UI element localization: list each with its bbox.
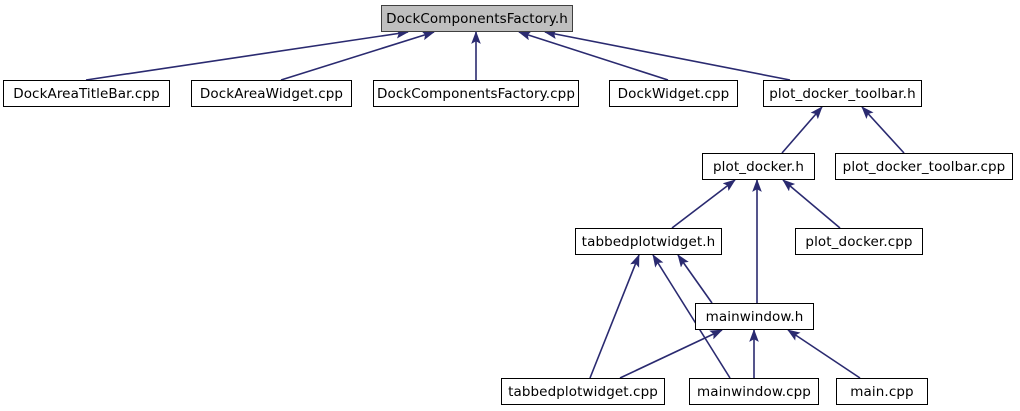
graph-node-plot_docker_toolbar_cpp[interactable]: plot_docker_toolbar.cpp — [835, 153, 1013, 180]
graph-node-plot_docker_cpp[interactable]: plot_docker.cpp — [795, 228, 923, 255]
graph-node-label: plot_docker_toolbar.h — [769, 85, 916, 102]
graph-node-label: mainwindow.h — [705, 308, 804, 325]
graph-node-label: DockAreaTitleBar.cpp — [13, 85, 160, 102]
graph-node-label: plot_docker.cpp — [805, 233, 913, 250]
graph-edge-dockwidget_cpp-to-root — [518, 31, 669, 81]
graph-node-label: tabbedplotwidget.cpp — [508, 383, 658, 400]
graph-node-plot_docker_h[interactable]: plot_docker.h — [702, 153, 815, 180]
graph-edge-tabbedplotwidget_cpp-to-tabbedplotwidget_h — [589, 254, 640, 379]
graph-node-main_cpp[interactable]: main.cpp — [836, 378, 928, 405]
graph-node-label: DockComponentsFactory.cpp — [376, 85, 576, 102]
graph-node-tabbedplotwidget_cpp[interactable]: tabbedplotwidget.cpp — [501, 378, 665, 405]
graph-edge-plot_docker_h-to-plot_docker_toolbar_h — [781, 106, 823, 154]
graph-edge-mainwindow_cpp-to-tabbedplotwidget_h — [652, 254, 731, 379]
graph-node-label: DockComponentsFactory.h — [386, 10, 568, 27]
graph-node-dockwidget_cpp[interactable]: DockWidget.cpp — [609, 80, 738, 107]
graph-node-dockcomponentsfactory_cpp[interactable]: DockComponentsFactory.cpp — [373, 80, 579, 107]
graph-node-mainwindow_cpp[interactable]: mainwindow.cpp — [689, 378, 819, 405]
graph-node-mainwindow_h[interactable]: mainwindow.h — [695, 303, 814, 330]
graph-node-tabbedplotwidget_h[interactable]: tabbedplotwidget.h — [575, 228, 722, 255]
graph-node-dockareatitlebar_cpp[interactable]: DockAreaTitleBar.cpp — [3, 80, 170, 107]
graph-edge-plot_docker_toolbar_cpp-to-plot_docker_toolbar_h — [861, 106, 905, 154]
graph-node-label: DockWidget.cpp — [617, 85, 730, 102]
graph-node-label: DockAreaWidget.cpp — [199, 85, 344, 102]
graph-node-label: plot_docker_toolbar.cpp — [842, 158, 1006, 175]
graph-node-label: mainwindow.cpp — [697, 383, 811, 400]
graph-edge-tabbedplotwidget_cpp-to-mainwindow_h — [619, 329, 723, 379]
graph-edge-tabbedplotwidget_h-to-plot_docker_h — [671, 179, 736, 229]
graph-node-dockareawidget_cpp[interactable]: DockAreaWidget.cpp — [191, 80, 352, 107]
graph-node-plot_docker_toolbar_h[interactable]: plot_docker_toolbar.h — [763, 80, 922, 107]
graph-node-root[interactable]: DockComponentsFactory.h — [381, 5, 573, 32]
graph-edge-dockareatitlebar_cpp-to-root — [85, 28, 409, 81]
graph-node-label: plot_docker.h — [713, 158, 804, 175]
graph-edge-plot_docker_toolbar_h-to-root — [544, 29, 791, 81]
graph-edge-plot_docker_cpp-to-plot_docker_h — [782, 179, 841, 229]
graph-edge-main_cpp-to-mainwindow_h — [787, 329, 861, 379]
graph-node-label: tabbedplotwidget.h — [581, 233, 716, 250]
graph-node-label: main.cpp — [850, 383, 914, 400]
graph-edge-dockareawidget_cpp-to-root — [280, 30, 435, 81]
graph-edge-mainwindow_h-to-tabbedplotwidget_h — [677, 254, 713, 304]
